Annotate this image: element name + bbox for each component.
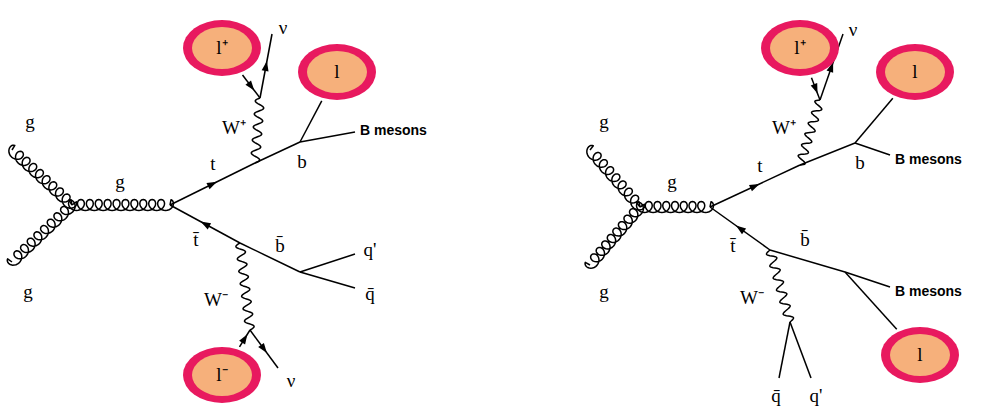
lepton-symbol: l⁺ — [794, 38, 805, 59]
lepton-blob-core — [192, 354, 252, 396]
gluon-label: g — [667, 172, 677, 193]
neutrino-label: ν — [287, 371, 296, 392]
lepton-line — [243, 75, 260, 98]
quark-label: b̄ — [800, 230, 810, 251]
gluon-label: g — [599, 112, 609, 133]
fermion-arrow — [736, 226, 746, 235]
fermion-arrow — [206, 182, 217, 190]
lepton-blob-core — [770, 27, 830, 69]
lepton-blob: l⁻ — [182, 346, 262, 404]
gluon-label: g — [23, 282, 33, 303]
boson-label: W⁺ — [772, 118, 796, 139]
gluon-line — [69, 200, 174, 211]
lepton-symbol: l — [917, 345, 922, 366]
gluon-line — [9, 145, 77, 208]
gluon-line — [585, 202, 643, 268]
quark-label: q' — [364, 240, 377, 261]
meson-label: B mesons — [895, 152, 962, 167]
quark-label: b — [855, 153, 865, 174]
lepton-blob: l — [880, 326, 960, 384]
lepton-blob-ring — [876, 44, 954, 100]
quark-label: t̄ — [730, 236, 735, 257]
fermion-line — [300, 254, 355, 272]
fermion-line — [240, 243, 300, 272]
lepton-blob-ring — [183, 20, 261, 76]
gluon-line — [7, 200, 75, 265]
w-boson-line — [798, 100, 822, 165]
gluon-line — [637, 202, 714, 213]
fermion-line — [779, 322, 790, 378]
lepton-blob: l⁺ — [182, 19, 262, 77]
fermion-line — [770, 250, 845, 272]
w-boson-line — [251, 98, 263, 163]
lepton-blob-core — [890, 334, 950, 376]
fermion-arrow — [245, 80, 254, 90]
fermion-arrow — [258, 343, 267, 353]
w-boson-line — [766, 250, 793, 322]
fermion-arrow — [201, 222, 211, 230]
gluon-label: g — [115, 172, 125, 193]
quark-label: q' — [810, 386, 823, 407]
fermion-line — [300, 272, 355, 288]
lepton-symbol: l⁻ — [216, 365, 227, 386]
fermion-arrow — [811, 83, 818, 94]
lepton-blob-core — [307, 51, 367, 93]
neutrino-label: ν — [849, 20, 858, 41]
lepton-blob-core — [885, 51, 945, 93]
lepton-blob-ring — [298, 44, 376, 100]
fermion-line — [300, 132, 355, 142]
lepton-blob-core — [192, 27, 252, 69]
lepton-blob-ring — [881, 327, 959, 383]
meson-label: B mesons — [895, 284, 962, 299]
fermion-line — [710, 207, 770, 250]
meson-label: B mesons — [360, 123, 427, 138]
lepton-symbol: l — [912, 62, 917, 83]
fermion-line — [260, 34, 272, 98]
quark-label: q̄ — [771, 386, 781, 407]
lepton-line — [240, 330, 250, 347]
fermion-arrow — [749, 184, 760, 191]
boson-label: W⁻ — [740, 288, 764, 309]
boson-label: W⁺ — [222, 118, 246, 139]
lepton-blob: l⁺ — [760, 19, 840, 77]
fermion-arrow — [262, 61, 269, 71]
lepton-line — [855, 98, 893, 143]
fermion-line — [170, 205, 240, 243]
neutrino-label: ν — [279, 18, 288, 39]
gluon-label: g — [599, 282, 609, 303]
fermion-arrow — [239, 334, 247, 344]
quark-label: b — [297, 152, 307, 173]
quark-label: t̄ — [193, 230, 198, 251]
lepton-line — [845, 272, 897, 329]
quark-label: q̄ — [365, 284, 375, 305]
quark-label: t — [210, 154, 215, 175]
lepton-symbol: l — [334, 62, 339, 83]
quark-label: t — [757, 156, 762, 177]
fermion-line — [710, 165, 800, 207]
gluon-line — [587, 145, 645, 210]
boson-label: W⁻ — [204, 290, 228, 311]
lepton-blob: l — [875, 43, 955, 101]
fermion-line — [255, 142, 300, 163]
lepton-blob-ring — [761, 20, 839, 76]
gluon-label: g — [25, 112, 35, 133]
lepton-blob: l — [297, 43, 377, 101]
lepton-line — [811, 78, 820, 100]
lepton-line — [300, 101, 322, 142]
quark-label: b̄ — [275, 236, 285, 257]
fermion-line — [790, 322, 811, 378]
w-boson-line — [236, 243, 254, 330]
lepton-symbol: l⁺ — [216, 38, 227, 59]
lepton-blob-ring — [183, 347, 261, 403]
